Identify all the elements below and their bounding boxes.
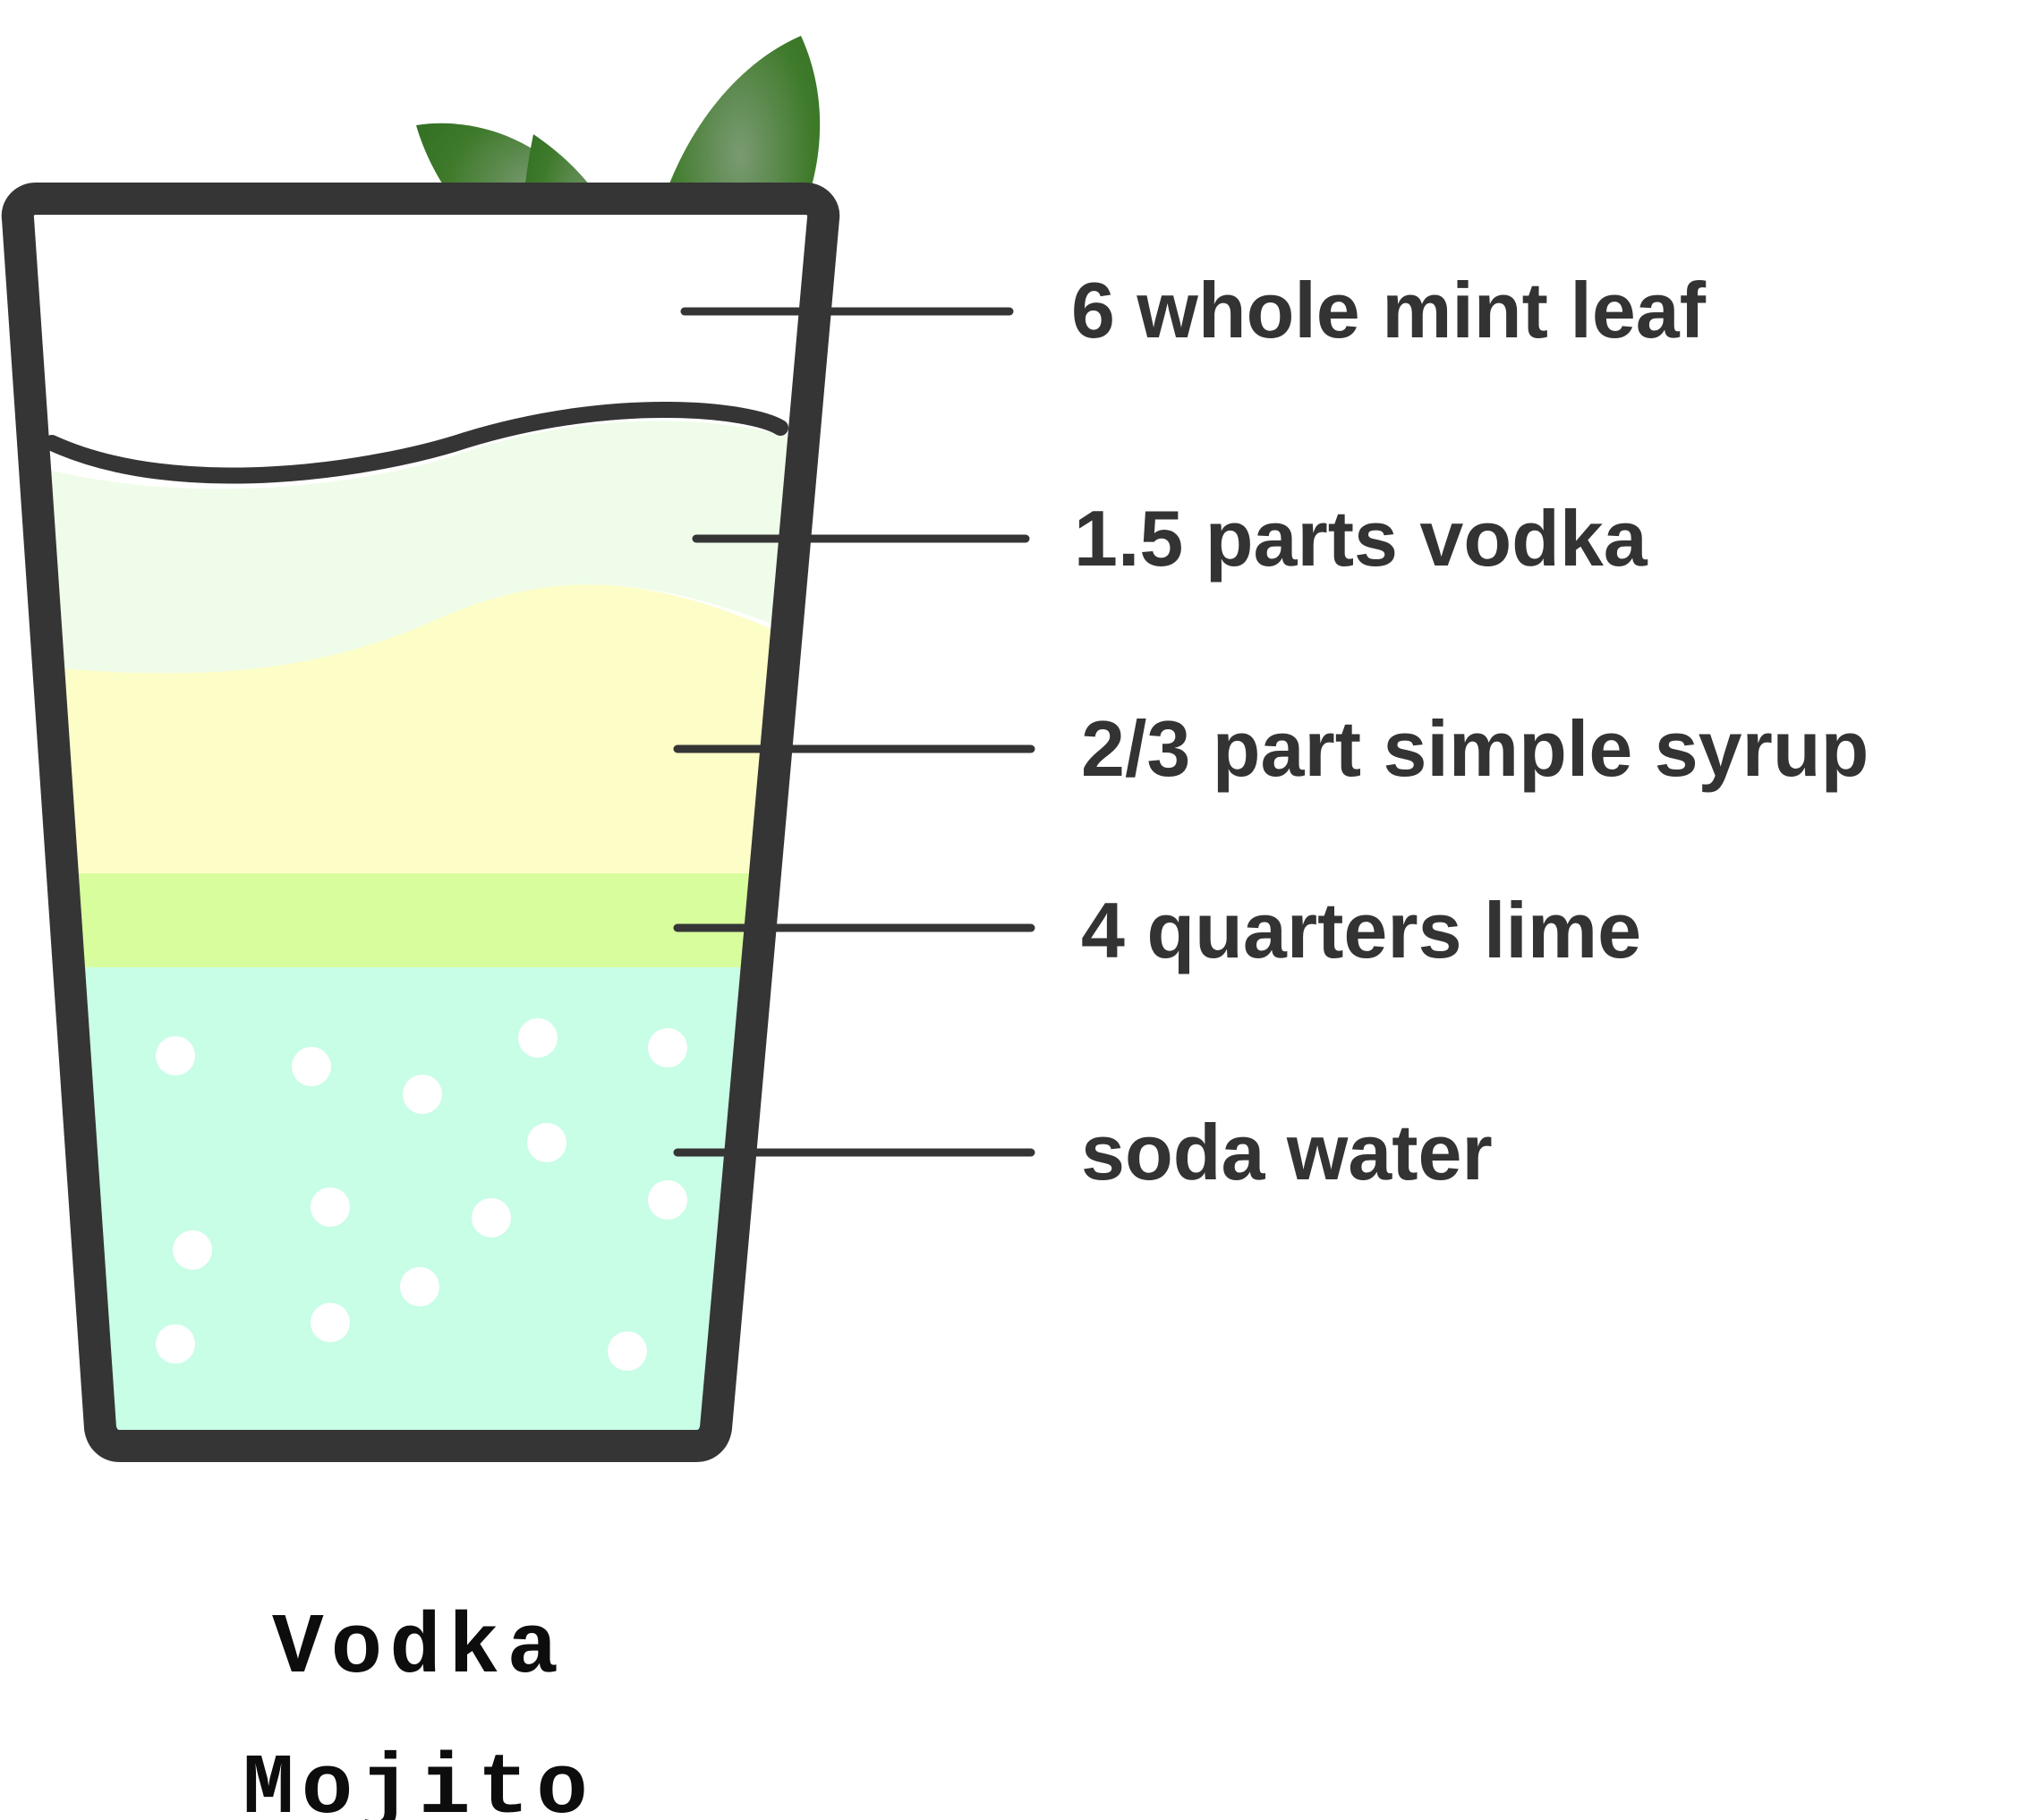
glass-contents <box>25 421 818 1435</box>
glass-outline <box>1 183 840 1462</box>
title-line-2: Mojito <box>243 1740 595 1820</box>
simple-syrup-layer <box>25 584 818 873</box>
ingredient-label-vodka: 1.5 parts vodka <box>1074 494 1648 583</box>
bubble <box>292 1047 331 1086</box>
bubble <box>156 1036 195 1076</box>
ingredient-label-lime: 4 quarters lime <box>1081 886 1641 974</box>
bubble <box>400 1267 439 1306</box>
bubble <box>518 1018 558 1058</box>
cocktail-title: Vodka Mojito <box>243 1600 595 1820</box>
vodka-layer <box>25 421 818 674</box>
bubble <box>648 1028 687 1067</box>
ingredient-label-soda: soda water <box>1081 1108 1493 1196</box>
liquid-surface-line <box>44 402 788 484</box>
bubble <box>311 1187 350 1227</box>
title-line-1: Vodka <box>272 1600 566 1697</box>
lime-layer <box>25 872 818 967</box>
bubble <box>608 1331 647 1371</box>
bubble <box>527 1123 566 1162</box>
bubble <box>472 1198 511 1237</box>
ingredient-labels: 6 whole mint leaf 1.5 parts vodka 2/3 pa… <box>1071 266 1869 1196</box>
bubble <box>403 1075 442 1114</box>
bubble <box>648 1180 687 1220</box>
bubble <box>156 1324 195 1364</box>
bubble <box>311 1303 350 1342</box>
ingredient-label-mint: 6 whole mint leaf <box>1071 266 1707 354</box>
ingredient-label-syrup: 2/3 part simple syrup <box>1081 704 1869 793</box>
leader-lines <box>673 307 1035 1157</box>
soda-bubbles <box>156 1018 687 1371</box>
bubble <box>173 1230 212 1270</box>
